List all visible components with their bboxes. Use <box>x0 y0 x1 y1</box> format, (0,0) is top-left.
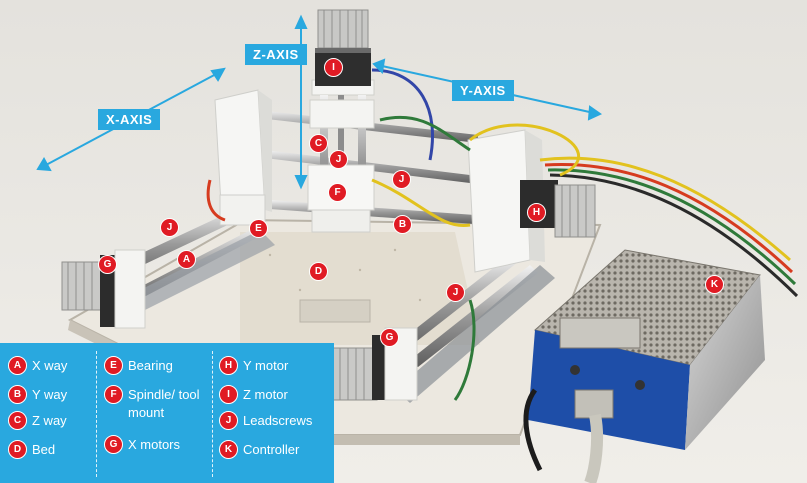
legend-column: E Bearing F Spindle/ tool mount G X moto… <box>104 343 214 483</box>
marker-d-bed: D <box>309 262 328 281</box>
z-motor <box>315 9 371 86</box>
marker-i-z-motor: I <box>324 58 343 77</box>
left-gantry-block <box>214 89 272 226</box>
legend-badge: J <box>219 411 238 430</box>
marker-b-y-way: B <box>393 215 412 234</box>
legend-badge: K <box>219 440 238 459</box>
marker-h-y-motor: H <box>527 203 546 222</box>
marker-f-spindle: F <box>328 183 347 202</box>
legend-column: H Y motor I Z motor J Leadscrews K Contr… <box>219 343 331 483</box>
marker-j-y-leadscrew: J <box>392 170 411 189</box>
y-motor <box>520 180 596 238</box>
legend-badge: I <box>219 385 238 404</box>
wires <box>206 68 799 401</box>
legend-panel: A X way B Y way C Z way D Bed E Bearing … <box>0 343 334 483</box>
legend-label: X motors <box>128 437 181 452</box>
marker-e-bearing: E <box>249 219 268 238</box>
legend-column: A X way B Y way C Z way D Bed <box>8 343 90 483</box>
marker-a-x-way: A <box>177 250 196 269</box>
marker-k-controller: K <box>705 275 724 294</box>
legend-badge: E <box>104 356 123 375</box>
legend-divider <box>96 351 97 477</box>
legend-label: Z motor <box>243 387 288 402</box>
legend-label: Spindle/ tool mount <box>128 387 200 420</box>
controller-cable <box>523 388 604 483</box>
legend-badge: B <box>8 385 27 404</box>
marker-g-x-motor-right: G <box>380 328 399 347</box>
bed <box>240 232 480 345</box>
legend-badge: G <box>104 435 123 454</box>
legend-label: Leadscrews <box>243 413 313 428</box>
marker-j-z-leadscrew: J <box>329 150 348 169</box>
legend-badge: F <box>104 385 123 404</box>
z-carriage <box>307 79 375 233</box>
legend-badge: H <box>219 356 238 375</box>
legend-label: Bearing <box>128 358 173 373</box>
legend-label: Bed <box>32 442 56 457</box>
legend-label: Y way <box>32 387 68 402</box>
legend-label: Z way <box>32 413 67 428</box>
marker-j-x-leadscrew-left: J <box>160 218 179 237</box>
legend-label: X way <box>32 358 68 373</box>
legend-label: Controller <box>243 442 300 457</box>
marker-g-x-motor-left: G <box>98 255 117 274</box>
legend-label: Y motor <box>243 358 289 373</box>
y-axis-label: Y-AXIS <box>452 80 514 101</box>
z-axis-label: Z-AXIS <box>245 44 307 65</box>
legend-badge: A <box>8 356 27 375</box>
x-axis-label: X-AXIS <box>98 109 161 130</box>
marker-j-x-leadscrew-right: J <box>446 283 465 302</box>
legend-badge: C <box>8 411 27 430</box>
x-motor-left <box>61 249 146 329</box>
controller <box>528 249 765 450</box>
legend-divider <box>212 351 213 477</box>
legend-badge: D <box>8 440 27 459</box>
marker-c-z-way: C <box>309 134 328 153</box>
